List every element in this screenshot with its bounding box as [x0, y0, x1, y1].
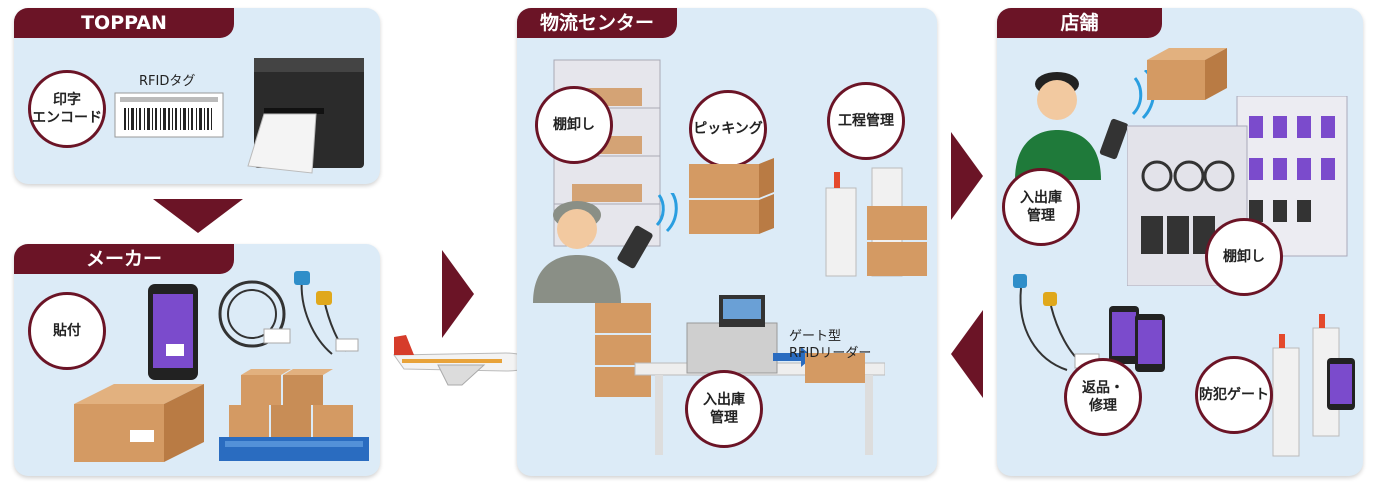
- step-circle-inbound-outbound: 入出庫 管理: [685, 370, 763, 448]
- step-circle-security-gate: 防犯ゲート: [1195, 356, 1273, 434]
- smartphone-icon: [148, 284, 198, 380]
- label-printer-icon: [247, 58, 364, 174]
- step-circle-attach: 貼付: [28, 292, 106, 370]
- panel-maker: メーカー 貼付: [14, 244, 380, 476]
- rfid-tag-label: RFIDタグ: [139, 74, 196, 89]
- panel-title-maker: メーカー: [14, 244, 234, 274]
- panel-distribution-center: 物流センター 棚卸し ピッキング 工程管理: [517, 8, 937, 476]
- arrow-left-icon: [951, 310, 983, 398]
- gate-reader-icon: [825, 167, 927, 277]
- panel-title-toppan: TOPPAN: [14, 8, 234, 38]
- arrow-right-icon: [951, 132, 983, 220]
- panel-title-distribution-center: 物流センター: [517, 8, 677, 38]
- step-circle-process-management: 工程管理: [827, 82, 905, 160]
- smartphones-icon: [1109, 306, 1165, 372]
- pallet-boxes-icon: [219, 369, 369, 461]
- step-circle-store-inventory: 棚卸し: [1205, 218, 1283, 296]
- security-gate-icon: [1272, 314, 1355, 457]
- gate-reader-label: ゲート型 RFIDリーダー: [789, 329, 872, 361]
- cardboard-box-icon: [1147, 48, 1227, 100]
- step-circle-return-repair: 返品・ 修理: [1064, 358, 1142, 436]
- step-circle-store-inbound-outbound: 入出庫 管理: [1002, 168, 1080, 246]
- box-stack-icon: [689, 158, 774, 234]
- rfid-tag-icon: [114, 92, 224, 138]
- step-circle-print-encode: 印字 エンコード: [28, 70, 106, 148]
- worker-with-scanner-icon: [533, 193, 678, 303]
- panel-store: 店舗 入出庫 管理 棚卸し 返品・ 修理: [997, 8, 1363, 476]
- panel-title-store: 店舗: [997, 8, 1162, 38]
- earphones-icon: [218, 271, 359, 355]
- panel-toppan: TOPPAN 印字 エンコード RFIDタグ: [14, 8, 380, 184]
- arrow-right-icon: [442, 250, 474, 338]
- airplane-icon: [393, 335, 535, 386]
- cardboard-box-icon: [74, 384, 204, 462]
- step-circle-inventory: 棚卸し: [535, 86, 613, 164]
- conveyor-station-icon: [595, 295, 885, 455]
- arrow-down-icon: [153, 199, 243, 233]
- step-circle-picking: ピッキング: [689, 90, 767, 168]
